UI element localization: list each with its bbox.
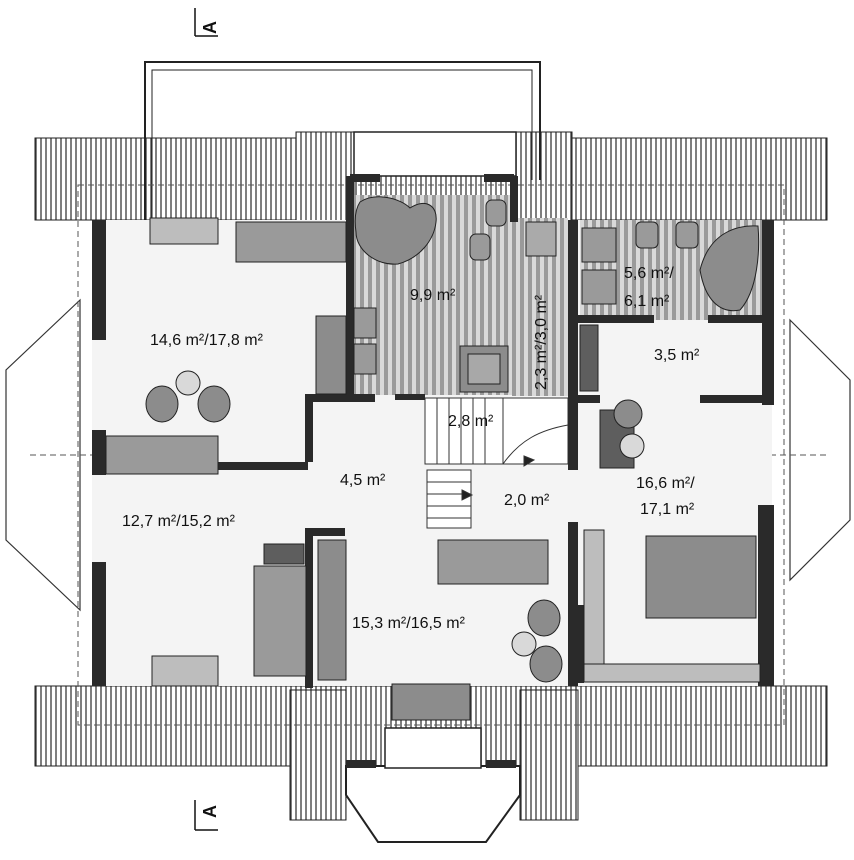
section-marker-top: A	[200, 21, 220, 34]
fixtures	[145, 196, 761, 721]
room-label-bottom: 15,3 m²/16,5 m²	[352, 615, 466, 632]
room-label-left: 12,7 m²/15,2 m²	[122, 513, 236, 530]
room-label-bedroom-1: 16,6 m²/	[636, 475, 695, 492]
room-label-hall: 4,5 m²	[340, 472, 386, 489]
balcony	[144, 61, 541, 220]
room-label-bedroom-2: 17,1 m²	[640, 501, 695, 518]
section-marker-bottom: A	[200, 805, 220, 818]
room-label-bath-right-1: 5,6 m²/	[624, 265, 674, 282]
room-label-landing: 2,8 m²	[448, 413, 494, 430]
room-label-study: 14,6 m²/17,8 m²	[150, 332, 264, 349]
entrance-bay	[345, 727, 521, 843]
room-label-bath-right-2: 6,1 m²	[624, 293, 670, 310]
staircase	[424, 397, 569, 529]
room-labels: 14,6 m²/17,8 m² 9,9 m² 2,3 m²/3,0 m² 5,6…	[122, 265, 700, 632]
room-label-wc: 2,3 m²/3,0 m²	[533, 294, 550, 390]
room-label-corridor: 2,0 m²	[504, 492, 550, 509]
walls	[92, 174, 774, 768]
room-label-bathroom: 9,9 m²	[410, 287, 456, 304]
room-label-closet: 3,5 m²	[654, 347, 700, 364]
section-markers: A A	[194, 8, 220, 831]
